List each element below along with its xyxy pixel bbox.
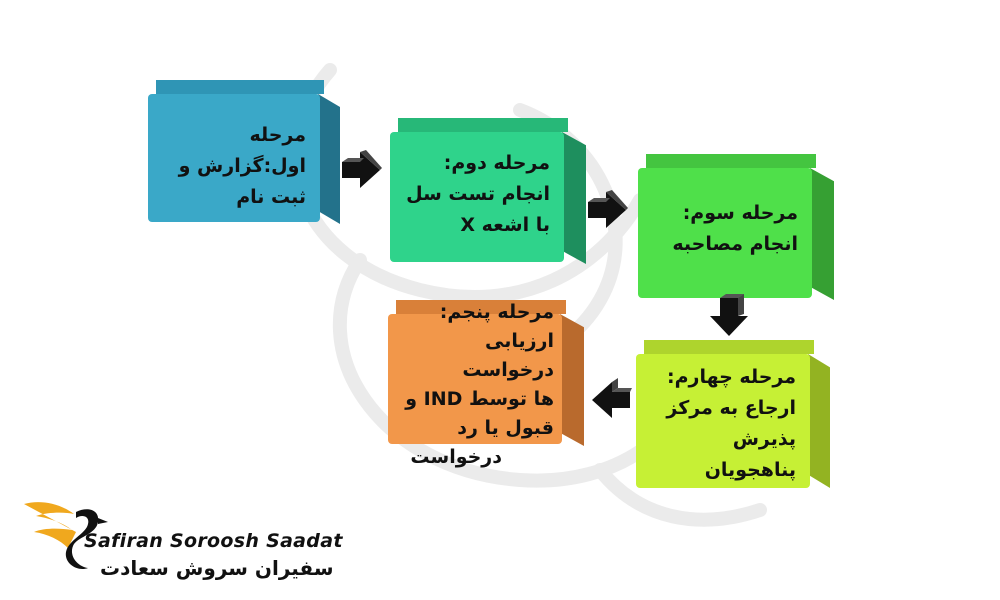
step-2-face (390, 132, 564, 262)
arrow-3-to-4 (710, 294, 748, 336)
step-5-box (388, 300, 588, 450)
step-1-box: مرحله اول:گزارش و ثبت نام (148, 80, 340, 224)
step-5-label: مرحله پنجم: ارزیابی درخواست ها توسط IND … (388, 298, 566, 472)
step-3-top-edge (646, 154, 816, 168)
step-1-right-edge (318, 94, 340, 224)
step-5-line-1: مرحله پنجم: (439, 301, 554, 323)
arrow-4-to-5 (592, 378, 632, 418)
step-4-top-edge (644, 340, 814, 354)
step-5-line-2: ارزیابی درخواست (462, 330, 554, 381)
step-3-label: مرحله سوم: انجام مصاحبه (672, 202, 798, 255)
step-1-face (148, 94, 320, 222)
step-4-right-edge (808, 354, 830, 488)
step-3-face (638, 168, 812, 298)
step-2-right-edge (562, 132, 586, 264)
step-3-box: مرحله سوم: انجام مصاحبه (638, 154, 834, 300)
step-4-box: مرحله چهارم: ارجاع به مرکز پذیرش پناهجوی… (636, 340, 830, 488)
brand-name-en: Safiran Soroosh Saadat (84, 530, 343, 552)
step-5-line-4: قبول یا رد (457, 417, 554, 439)
brand-name-fa: سفیران سروش سعادت (100, 556, 334, 580)
arrow-2-to-3 (588, 190, 628, 228)
step-5-line-5: درخواست (410, 446, 502, 468)
step-2-box: مرحله دوم: انجام تست سل با اشعه X (390, 118, 588, 264)
step-2-label: مرحله دوم: انجام تست سل با اشعه X (406, 152, 550, 236)
brand-logo (24, 502, 108, 570)
step-2-top-edge (398, 118, 568, 132)
step-5-face (388, 314, 562, 444)
step-4-face (636, 354, 810, 488)
step-1-top-edge (156, 80, 324, 94)
step-4-label: مرحله چهارم: ارجاع به مرکز پذیرش پناهجوی… (666, 366, 796, 481)
step-1-label: مرحله اول:گزارش و ثبت نام (178, 124, 306, 208)
step-3-right-edge (810, 168, 834, 300)
step-5-line-3: ها توسط IND و (405, 388, 554, 410)
bird-wing-icon (24, 502, 108, 570)
step-5-top-edge (396, 300, 566, 314)
arrow-1-to-2 (342, 150, 382, 188)
step-5-right-edge (560, 314, 584, 446)
